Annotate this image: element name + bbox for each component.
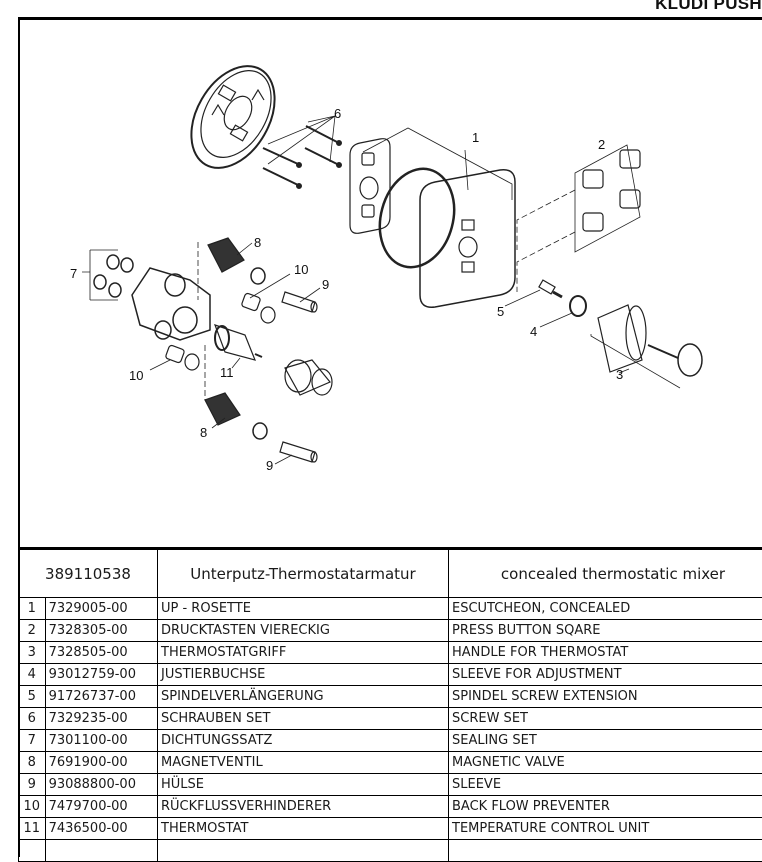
table-row: 5 91726737-00 SPINDELVERLÄNGERUNG SPINDE… xyxy=(19,686,762,708)
german-description: HÜLSE xyxy=(158,774,449,796)
english-description: BACK FLOW PREVENTER xyxy=(449,796,762,818)
article-number: 7328305-00 xyxy=(45,620,157,642)
german-description: MAGNETVENTIL xyxy=(158,752,449,774)
position-number: 4 xyxy=(19,664,46,686)
english-description xyxy=(449,840,762,862)
english-description: TEMPERATURE CONTROL UNIT xyxy=(449,818,762,840)
position-number: 9 xyxy=(19,774,46,796)
callout-4: 4 xyxy=(530,324,537,339)
table-row: 4 93012759-00 JUSTIERBUCHSE SLEEVE FOR A… xyxy=(19,664,762,686)
back-flow-preventer-bottom xyxy=(165,345,199,370)
position-number: 8 xyxy=(19,752,46,774)
german-description xyxy=(158,840,449,862)
table-row: 3 7328505-00 THERMOSTATGRIFF HANDLE FOR … xyxy=(19,642,762,664)
english-description: SEALING SET xyxy=(449,730,762,752)
english-description: SPINDEL SCREW EXTENSION xyxy=(449,686,762,708)
table-row: 6 7329235-00 SCHRAUBEN SET SCREW SET xyxy=(19,708,762,730)
callout-6: 6 xyxy=(334,106,341,121)
position-number: 5 xyxy=(19,686,46,708)
article-number: 7329005-00 xyxy=(45,598,157,620)
english-description: SCREW SET xyxy=(449,708,762,730)
gasket-plate xyxy=(350,139,390,234)
mounting-plate xyxy=(174,51,291,182)
product-article-number: 389110538 xyxy=(19,549,158,598)
callout-10a: 10 xyxy=(294,262,308,277)
spindle-extension xyxy=(539,280,562,297)
sleeve-top xyxy=(282,292,317,312)
table-row: 1 7329005-00 UP - ROSETTE ESCUTCHEON, CO… xyxy=(19,598,762,620)
magnetic-valve-bottom xyxy=(205,393,267,439)
table-row: 9 93088800-00 HÜLSE SLEEVE xyxy=(19,774,762,796)
thermostat-cartridge xyxy=(215,325,262,360)
thermostat-handle xyxy=(598,305,702,376)
table-row xyxy=(19,840,762,862)
table-row: 10 7479700-00 RÜCKFLUSSVERHINDERER BACK … xyxy=(19,796,762,818)
callout-2: 2 xyxy=(598,137,605,152)
escutcheon-cover xyxy=(420,170,515,308)
position-number: 2 xyxy=(19,620,46,642)
callout-8b: 8 xyxy=(200,425,207,440)
callout-3: 3 xyxy=(616,367,623,382)
back-flow-preventer-top xyxy=(241,293,275,323)
english-description: SLEEVE xyxy=(449,774,762,796)
position-number: 11 xyxy=(19,818,46,840)
screw-set xyxy=(263,126,341,188)
exploded-view-diagram: 6 1 2 xyxy=(20,20,762,547)
sealing-set xyxy=(94,255,133,297)
article-number: 7301100-00 xyxy=(45,730,157,752)
table-row: 2 7328305-00 DRUCKTASTEN VIERECKIG PRESS… xyxy=(19,620,762,642)
brand-title: KLUDI PUSH xyxy=(655,0,762,14)
position-number xyxy=(19,840,46,862)
german-description: SCHRAUBEN SET xyxy=(158,708,449,730)
callout-7: 7 xyxy=(70,266,77,281)
german-description: RÜCKFLUSSVERHINDERER xyxy=(158,796,449,818)
position-number: 1 xyxy=(19,598,46,620)
german-description: SPINDELVERLÄNGERUNG xyxy=(158,686,449,708)
german-description: THERMOSTATGRIFF xyxy=(158,642,449,664)
table-row: 7 7301100-00 DICHTUNGSSATZ SEALING SET xyxy=(19,730,762,752)
product-name-german: Unterputz-Thermostatarmatur xyxy=(158,549,449,598)
article-number: 7691900-00 xyxy=(45,752,157,774)
german-description: DRUCKTASTEN VIERECKIG xyxy=(158,620,449,642)
german-description: THERMOSTAT xyxy=(158,818,449,840)
article-number: 91726737-00 xyxy=(45,686,157,708)
english-description: HANDLE FOR THERMOSTAT xyxy=(449,642,762,664)
article-number: 7329235-00 xyxy=(45,708,157,730)
german-description: UP - ROSETTE xyxy=(158,598,449,620)
article-number: 93012759-00 xyxy=(45,664,157,686)
english-description: PRESS BUTTON SQARE xyxy=(449,620,762,642)
article-number xyxy=(45,840,157,862)
position-number: 7 xyxy=(19,730,46,752)
table-row: 11 7436500-00 THERMOSTAT TEMPERATURE CON… xyxy=(19,818,762,840)
callout-9b: 9 xyxy=(266,458,273,473)
adjustment-sleeve xyxy=(570,296,586,316)
table-row: 8 7691900-00 MAGNETVENTIL MAGNETIC VALVE xyxy=(19,752,762,774)
callout-8a: 8 xyxy=(254,235,261,250)
article-number: 7479700-00 xyxy=(45,796,157,818)
table-header-row: 389110538 Unterputz-Thermostatarmatur co… xyxy=(19,549,762,598)
english-description: SLEEVE FOR ADJUSTMENT xyxy=(449,664,762,686)
position-number: 6 xyxy=(19,708,46,730)
thermostat-housing xyxy=(285,360,332,395)
callout-10b: 10 xyxy=(129,368,143,383)
product-name-english: concealed thermostatic mixer xyxy=(449,549,762,598)
english-description: ESCUTCHEON, CONCEALED xyxy=(449,598,762,620)
german-description: DICHTUNGSSATZ xyxy=(158,730,449,752)
article-number: 7436500-00 xyxy=(45,818,157,840)
article-number: 7328505-00 xyxy=(45,642,157,664)
seal-ring xyxy=(369,160,464,275)
german-description: JUSTIERBUCHSE xyxy=(158,664,449,686)
position-number: 3 xyxy=(19,642,46,664)
sleeve-bottom xyxy=(280,442,317,462)
callout-5: 5 xyxy=(497,304,504,319)
article-number: 93088800-00 xyxy=(45,774,157,796)
callout-1: 1 xyxy=(472,130,479,145)
position-number: 10 xyxy=(19,796,46,818)
parts-table: 389110538 Unterputz-Thermostatarmatur co… xyxy=(18,547,762,862)
english-description: MAGNETIC VALVE xyxy=(449,752,762,774)
callout-11: 11 xyxy=(220,365,234,380)
callout-9a: 9 xyxy=(322,277,329,292)
push-buttons xyxy=(583,150,640,231)
